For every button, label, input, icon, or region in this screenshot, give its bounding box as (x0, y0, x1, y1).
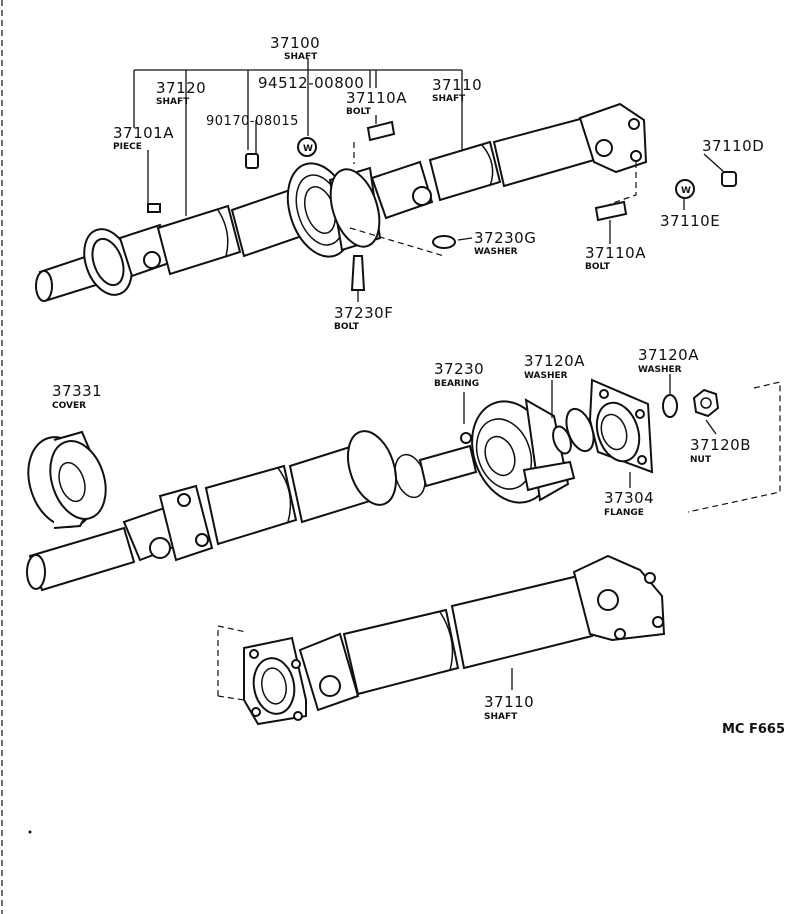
callout-37110-bottom-number: 37110 (484, 693, 534, 711)
middle-leader-lines (463, 374, 781, 513)
top-callouts: 37100 SHAFT 37120 SHAFT 94512-00800 3711… (113, 34, 764, 332)
bottom-callouts: 37110 SHAFT (484, 693, 534, 722)
callout-37110-top-name: SHAFT (432, 94, 466, 104)
top-leader-lines (133, 58, 725, 302)
callout-37331-name: COVER (52, 401, 86, 411)
nut-37120b (692, 388, 720, 418)
callout-37100-number: 37100 (270, 34, 320, 52)
callout-37110d-number: 37110D (702, 137, 764, 155)
bottom-shaft-assembly (243, 554, 666, 726)
callout-37101a-name: PIECE (113, 142, 142, 152)
callout-37110a-right-name: BOLT (585, 262, 611, 272)
callout-37110-bottom-name: SHAFT (484, 712, 518, 722)
callout-37120b-number: 37120B (690, 436, 751, 454)
callout-37120a-1-name: WASHER (524, 371, 568, 381)
callout-37120a-2-name: WASHER (638, 365, 682, 375)
callout-37100-name: SHAFT (284, 52, 318, 62)
washer-37110e (675, 179, 695, 199)
callout-37120a-1-number: 37120A (524, 352, 585, 370)
piece-37101a (147, 203, 161, 213)
washer-37120a (662, 394, 678, 418)
bolt-37230f (350, 255, 366, 291)
bottom-leader-lines (217, 625, 513, 701)
callout-37101a-number: 37101A (113, 124, 174, 142)
diagram-code: MC F665 (722, 722, 785, 737)
middle-shaft-assembly (26, 378, 720, 592)
callout-37304-name: FLANGE (604, 508, 644, 518)
callout-37304-number: 37304 (604, 489, 654, 507)
washer-94512 (297, 137, 317, 157)
washer-mark-1: W (303, 144, 313, 154)
callout-37110a-right-number: 37110A (585, 244, 646, 262)
callout-37331-number: 37331 (52, 382, 102, 400)
bolt-37110a-right (594, 200, 628, 222)
callout-37120a-2-number: 37120A (638, 346, 699, 364)
callout-37230f-name: BOLT (334, 322, 360, 332)
top-shaft-assembly (35, 102, 648, 302)
callout-94512-number: 94512-00800 (258, 74, 364, 92)
washer-37230g (432, 235, 456, 249)
speck-dot (28, 830, 32, 834)
callout-37120b-name: NUT (690, 455, 712, 465)
callout-37230-number: 37230 (434, 360, 484, 378)
nut-90170 (245, 153, 259, 169)
callout-90170-number: 90170-08015 (206, 114, 299, 129)
callout-37230f-number: 37230F (334, 304, 393, 322)
callout-37110e-number: 37110E (660, 212, 720, 230)
middle-callouts: 37331 COVER 37230 BEARING 37120A WASHER … (52, 346, 751, 518)
washer-mark-2: W (681, 186, 691, 196)
nut-37110d (721, 171, 737, 187)
callout-37120-number: 37120 (156, 79, 206, 97)
callout-37230g-name: WASHER (474, 247, 518, 257)
callout-37230-name: BEARING (434, 379, 479, 389)
callout-37110-top-number: 37110 (432, 76, 482, 94)
callout-37110a-top-number: 37110A (346, 89, 407, 107)
callout-37110a-top-name: BOLT (346, 107, 372, 117)
top-hardware: W W (147, 120, 737, 291)
bolt-37110a-top (366, 120, 396, 142)
callout-37230g-number: 37230G (474, 229, 536, 247)
callout-37120-name: SHAFT (156, 97, 190, 107)
